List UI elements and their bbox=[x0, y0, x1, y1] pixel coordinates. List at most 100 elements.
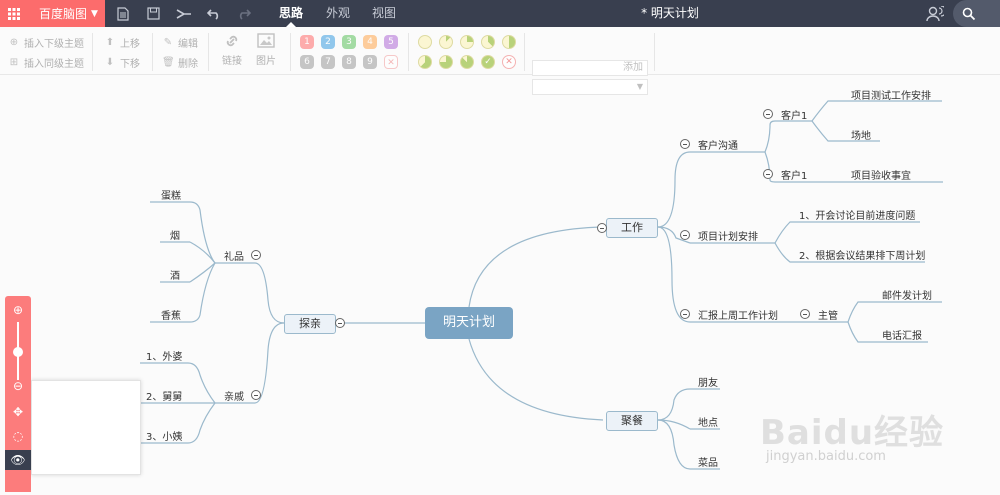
topic-gifts[interactable]: 礼品 bbox=[224, 252, 244, 263]
topic-relatives[interactable]: 亲戚 bbox=[224, 392, 244, 403]
edit-button[interactable]: ✎编辑 bbox=[162, 35, 198, 50]
progress-button[interactable] bbox=[460, 55, 474, 69]
topic-friends[interactable]: 朋友 bbox=[698, 378, 718, 389]
remove-progress-icon[interactable]: ✕ bbox=[502, 55, 516, 69]
progress-done-icon[interactable]: ✓ bbox=[481, 55, 495, 69]
save-icon[interactable] bbox=[143, 0, 163, 27]
zoom-panel: ⊕ ⊖ ✥ ◌ 👁 bbox=[5, 296, 31, 492]
divider bbox=[92, 33, 93, 71]
topic-meeting-1[interactable]: 1、开会讨论目前进度问题 bbox=[799, 211, 916, 222]
remove-priority-button[interactable]: ✕ bbox=[384, 55, 398, 69]
collapse-toggle[interactable] bbox=[680, 230, 690, 240]
apps-grid-icon[interactable] bbox=[0, 0, 27, 27]
topic-client-comm[interactable]: 客户沟通 bbox=[698, 141, 738, 152]
insert-sibling-button[interactable]: ⊞插入同级主题 bbox=[8, 55, 84, 70]
priority-7-button[interactable]: 7 bbox=[321, 55, 335, 69]
collapse-toggle[interactable] bbox=[597, 223, 607, 233]
delete-label: 删除 bbox=[178, 59, 198, 70]
topic-wine[interactable]: 酒 bbox=[170, 271, 180, 282]
collapse-toggle[interactable] bbox=[800, 309, 810, 319]
tag-select[interactable]: ▼ bbox=[532, 79, 648, 95]
topic-place[interactable]: 地点 bbox=[698, 418, 718, 429]
topic-smoke[interactable]: 烟 bbox=[170, 231, 180, 242]
topic-work[interactable]: 工作 bbox=[606, 218, 658, 238]
topic-project-plan[interactable]: 项目计划安排 bbox=[698, 232, 758, 243]
priority-3-button[interactable]: 3 bbox=[342, 35, 356, 49]
priority-4-button[interactable]: 4 bbox=[363, 35, 377, 49]
topic-client1-a[interactable]: 客户1 bbox=[781, 111, 808, 122]
new-file-icon[interactable] bbox=[113, 0, 133, 27]
topic-project-accept[interactable]: 项目验收事宜 bbox=[851, 171, 911, 182]
topic-banana[interactable]: 香蕉 bbox=[161, 311, 181, 322]
priority-9-button[interactable]: 9 bbox=[363, 55, 377, 69]
topic-grandma[interactable]: 1、外婆 bbox=[146, 352, 183, 363]
insert-child-icon: ⊕ bbox=[9, 37, 19, 48]
topic-phone[interactable]: 电话汇报 bbox=[882, 331, 922, 342]
minimap[interactable] bbox=[31, 380, 141, 475]
eye-icon[interactable]: 👁 bbox=[5, 450, 31, 470]
topic-meeting-2[interactable]: 2、根据会议结果排下周计划 bbox=[799, 251, 926, 262]
divider bbox=[654, 33, 655, 71]
caret-down-icon: ▼ bbox=[91, 8, 98, 19]
topic-project-test[interactable]: 项目测试工作安排 bbox=[851, 91, 931, 102]
move-down-button[interactable]: ⬇下移 bbox=[104, 55, 140, 70]
topic-dishes[interactable]: 菜品 bbox=[698, 458, 718, 469]
tab-view[interactable]: 视图 bbox=[371, 6, 396, 20]
progress-button[interactable] bbox=[418, 55, 432, 69]
tab-appearance[interactable]: 外观 bbox=[325, 6, 350, 20]
topic-report[interactable]: 汇报上周工作计划 bbox=[698, 311, 778, 322]
collapse-toggle[interactable] bbox=[251, 390, 261, 400]
collapse-toggle[interactable] bbox=[763, 169, 773, 179]
priority-2-button[interactable]: 2 bbox=[321, 35, 335, 49]
progress-button[interactable] bbox=[481, 35, 495, 49]
progress-button[interactable] bbox=[502, 35, 516, 49]
progress-button[interactable] bbox=[418, 35, 432, 49]
link-button[interactable]: 链接 bbox=[222, 33, 242, 67]
progress-button[interactable] bbox=[460, 35, 474, 49]
top-bar: 百度脑图▼ 思路 外观 视图 * 明天计划 bbox=[0, 0, 1000, 27]
tag-input[interactable]: 添加 bbox=[532, 60, 648, 76]
image-label: 图片 bbox=[256, 56, 276, 67]
topic-supervisor[interactable]: 主管 bbox=[818, 311, 838, 322]
move-up-label: 上移 bbox=[120, 39, 140, 50]
topic-uncle[interactable]: 2、舅舅 bbox=[146, 392, 183, 403]
topic-dinner[interactable]: 聚餐 bbox=[606, 411, 658, 431]
zoom-out-icon[interactable]: ⊖ bbox=[12, 379, 24, 393]
collapse-toggle[interactable] bbox=[763, 109, 773, 119]
insert-child-button[interactable]: ⊕插入下级主题 bbox=[8, 35, 84, 50]
delete-button[interactable]: 🗑删除 bbox=[162, 55, 198, 70]
search-button[interactable] bbox=[953, 0, 1000, 27]
move-up-button[interactable]: ⬆上移 bbox=[104, 35, 140, 50]
topic-visit[interactable]: 探亲 bbox=[284, 314, 336, 334]
redo-icon[interactable] bbox=[234, 0, 254, 27]
collapse-toggle[interactable] bbox=[680, 309, 690, 319]
priority-6-button[interactable]: 6 bbox=[300, 55, 314, 69]
collapse-toggle[interactable] bbox=[251, 250, 261, 260]
brand-menu-button[interactable]: 百度脑图▼ bbox=[27, 0, 105, 27]
root-topic[interactable]: 明天计划 bbox=[425, 307, 513, 339]
move-icon[interactable]: ✥ bbox=[12, 405, 24, 419]
priority-5-button[interactable]: 5 bbox=[384, 35, 398, 49]
undo-icon[interactable] bbox=[204, 0, 224, 27]
progress-button[interactable] bbox=[439, 35, 453, 49]
search-icon bbox=[962, 7, 976, 21]
share-icon[interactable] bbox=[173, 0, 195, 27]
topic-email[interactable]: 邮件发计划 bbox=[882, 291, 932, 302]
topic-aunt[interactable]: 3、小姨 bbox=[146, 432, 183, 443]
image-button[interactable]: 图片 bbox=[256, 33, 276, 67]
locate-icon[interactable]: ◌ bbox=[12, 429, 24, 443]
topic-client1-b[interactable]: 客户1 bbox=[781, 171, 808, 182]
zoom-in-icon[interactable]: ⊕ bbox=[12, 303, 24, 317]
tab-idea[interactable]: 思路 bbox=[275, 0, 307, 27]
topic-venue[interactable]: 场地 bbox=[851, 131, 871, 142]
user-icon[interactable] bbox=[922, 0, 948, 27]
topic-cake[interactable]: 蛋糕 bbox=[161, 191, 181, 202]
priority-1-button[interactable]: 1 bbox=[300, 35, 314, 49]
collapse-toggle[interactable] bbox=[680, 139, 690, 149]
brand-label: 百度脑图 bbox=[39, 7, 88, 21]
zoom-slider-handle[interactable] bbox=[13, 347, 23, 357]
collapse-toggle[interactable] bbox=[335, 318, 345, 328]
priority-8-button[interactable]: 8 bbox=[342, 55, 356, 69]
progress-button[interactable] bbox=[439, 55, 453, 69]
